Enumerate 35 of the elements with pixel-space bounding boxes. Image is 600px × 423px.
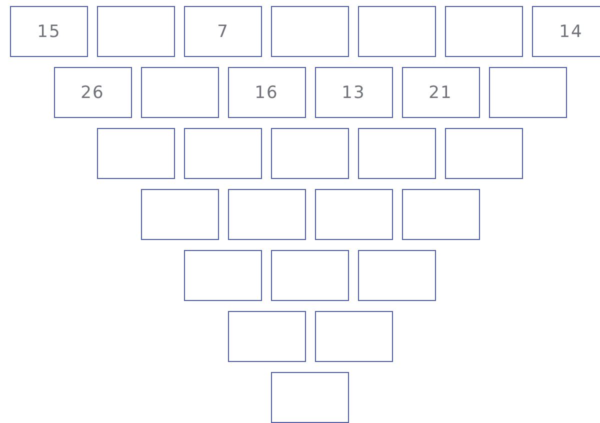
empty-box (358, 128, 436, 179)
number-box (10, 6, 88, 57)
number: 15 (37, 22, 61, 42)
empty-box (271, 372, 349, 423)
empty-box (228, 311, 306, 362)
empty-box (97, 6, 175, 57)
number-box (54, 67, 132, 118)
empty-box (358, 250, 436, 301)
number: 26 (80, 82, 104, 102)
empty-box (228, 189, 306, 240)
empty-box (488, 67, 566, 118)
number-box (532, 6, 600, 57)
number-box (314, 67, 392, 118)
number: 13 (342, 82, 366, 102)
number-box (228, 67, 306, 118)
empty-box (184, 128, 262, 179)
number: 16 (254, 82, 278, 102)
empty-box (402, 189, 480, 240)
empty-box (445, 128, 523, 179)
empty-box (445, 6, 523, 57)
empty-box (97, 128, 175, 179)
number: 7 (217, 22, 229, 42)
empty-box (271, 250, 349, 301)
empty-box (314, 311, 392, 362)
number: 21 (428, 82, 452, 102)
empty-box (140, 67, 218, 118)
empty-box (314, 189, 392, 240)
number-box (402, 67, 480, 118)
empty-box (184, 250, 262, 301)
empty-box (140, 189, 218, 240)
number-box (184, 6, 262, 57)
number: 14 (559, 22, 583, 42)
empty-box (358, 6, 436, 57)
empty-box (271, 128, 349, 179)
empty-box (271, 6, 349, 57)
